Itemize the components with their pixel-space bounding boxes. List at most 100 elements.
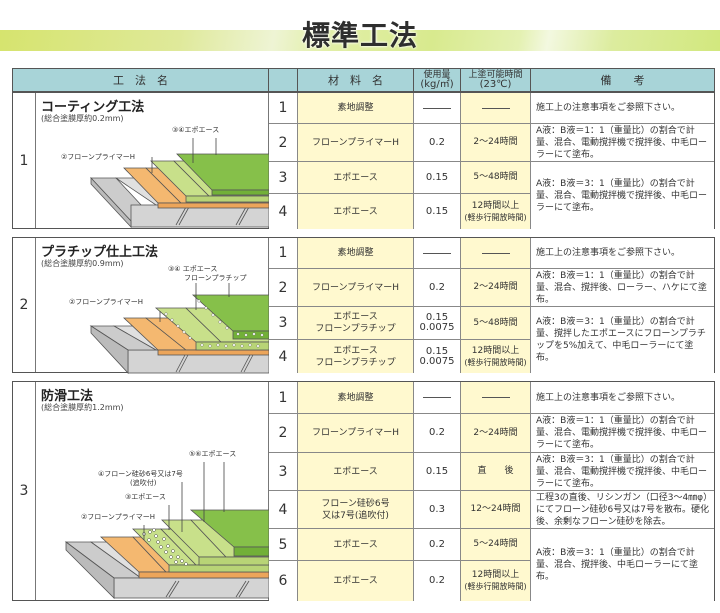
material-name: エポエース フローンプラチップ — [298, 307, 414, 339]
step-number: 1 — [269, 382, 298, 413]
material-name: フローンプライマーH — [298, 414, 414, 452]
section-number: 3 — [13, 382, 36, 600]
method-section-2: 2 プラチップ仕上工法 (総合塗膜厚約0.9mm) — [12, 237, 715, 374]
header-time-line1: 上塗可能時間 — [468, 70, 523, 80]
recoat-time: 12時間以上 (軽歩行開放時間) — [461, 340, 531, 373]
table-row: 4 フローン硅砂6号 又は7号(追吹付) 0.3 12〜24時間 — [269, 491, 531, 529]
usage-amount: 0.3 — [414, 491, 461, 528]
table-row: 3 エポエース 0.15 直 後 — [269, 453, 531, 491]
header-notes: 備 考 — [600, 73, 645, 87]
material-name: エポエース — [298, 194, 414, 229]
note-cell: A液：B液＝1：1（重量比）の割合で計量、混合、撹拌後、ローラー、ハケにて塗布。 — [531, 269, 714, 307]
recoat-time-value: 12時間以上 — [471, 345, 520, 356]
diagram-label-primer: ②フローンプライマーH — [81, 513, 155, 521]
method-name: 防滑工法 — [41, 389, 94, 404]
header-amount: 使用量 (kg/㎡) — [414, 69, 461, 91]
table-row: 2 フローンプライマーH 0.2 2〜24時間 — [269, 414, 531, 453]
material-name: エポエース — [298, 529, 414, 560]
diagram-label-topcoat: ③④ エポエース — [168, 265, 218, 273]
note-cell: 施工上の注意事項をご参照下さい。 — [531, 93, 714, 124]
step-number: 3 — [269, 162, 298, 193]
header-amount-line2: (kg/㎡) — [420, 79, 454, 90]
recoat-time-value: 2〜24時間 — [473, 427, 518, 438]
header-time: 上塗可能時間 (23℃) — [461, 69, 531, 91]
diagram-label-sand: ④フローン硅砂6号又は7号 — [98, 470, 183, 478]
recoat-time: 12〜24時間 — [461, 491, 531, 528]
material-name: エポエース — [298, 561, 414, 601]
method-thickness: (総合塗膜厚約0.2mm) — [41, 114, 124, 123]
diagram-label-primer: ②フローンプライマーH — [69, 298, 143, 306]
table-header: 工 法 名 材 料 名 使用量 (kg/㎡) 上塗可能時間 (23℃) 備 考 — [12, 68, 715, 92]
usage-amount: 0.2 — [414, 269, 461, 306]
material-name: 素地調整 — [298, 382, 414, 413]
step-number: 2 — [269, 124, 298, 161]
note-cell: 工程3の直後、リシンガン（口径3〜4㎜φ）にてフローン硅砂6号又は7号を散布。硬… — [531, 491, 714, 529]
note-cell: 施工上の注意事項をご参照下さい。 — [531, 382, 714, 414]
table-row: 4 エポエース フローンプラチップ 0.15 0.0075 12時間以上 (軽歩… — [269, 340, 531, 373]
recoat-time: 12時間以上 (軽歩行開放時間) — [461, 561, 531, 601]
recoat-time — [461, 93, 531, 123]
layer-diagram — [64, 462, 269, 599]
table-row: 2 フローンプライマーH 0.2 2〜24時間 — [269, 269, 531, 307]
material-name: 素地調整 — [298, 93, 414, 123]
usage-amount — [414, 382, 461, 413]
title-banner — [0, 30, 720, 51]
table-row: 2 フローンプライマーH 0.2 2〜24時間 — [269, 124, 531, 162]
diagram-label-primer: ②フローンプライマーH — [61, 153, 135, 161]
diagram-label-undercoat: ③エポエース — [125, 493, 166, 501]
page-title: 標準工法 — [301, 19, 418, 52]
recoat-time: 2〜24時間 — [461, 124, 531, 161]
diagram-label-chip: フローンプラチップ — [184, 274, 247, 282]
usage-amount: 0.15 0.0075 — [414, 340, 461, 373]
recoat-time-value: 2〜24時間 — [473, 282, 518, 292]
method-cell: 防滑工法 (総合塗膜厚約1.2mm) — [36, 382, 269, 600]
material-name: エポエース — [298, 162, 414, 193]
recoat-time-note: (軽歩行開放時間) — [464, 357, 527, 367]
table-row: 3 エポエース フローンプラチップ 0.15 0.0075 5〜48時間 — [269, 307, 531, 340]
recoat-time-value: 12時間以上 — [471, 200, 520, 211]
step-number: 2 — [269, 414, 298, 452]
layer-diagram — [90, 138, 269, 229]
header-amount-line1: 使用量 — [423, 70, 451, 80]
recoat-time-note: (軽歩行開放時間) — [464, 582, 527, 591]
usage-amount — [414, 238, 461, 268]
recoat-time: 12時間以上 (軽歩行開放時間) — [461, 194, 531, 229]
note-cell: A液：B液＝1：1（重量比）の割合で計量、混合、電動撹拌機で撹拌後、中毛ローラー… — [531, 414, 714, 453]
recoat-time: 5〜48時間 — [461, 307, 531, 339]
step-number: 4 — [269, 340, 298, 373]
header-step — [269, 69, 298, 91]
table-row: 4 エポエース 0.15 12時間以上 (軽歩行開放時間) — [269, 194, 531, 229]
step-number: 1 — [269, 93, 298, 123]
usage-amount: 0.2 — [414, 414, 461, 452]
recoat-time: 5〜24時間 — [461, 529, 531, 560]
recoat-time — [461, 238, 531, 268]
step-number: 6 — [269, 561, 298, 601]
usage-amount: 0.15 0.0075 — [414, 307, 461, 339]
step-number: 3 — [269, 307, 298, 339]
usage-amount: 0.2 — [414, 529, 461, 560]
method-section-1: 1 コーティング工法 (総合塗膜厚約0.2mm) — [12, 92, 715, 229]
method-name: プラチップ仕上工法 — [41, 245, 159, 260]
table-row: 5 エポエース 0.2 5〜24時間 — [269, 529, 531, 561]
recoat-time: 5〜48時間 — [461, 162, 531, 193]
material-name: フローンプライマーH — [298, 269, 414, 306]
usage-amount: 0.2 — [414, 124, 461, 161]
note-cell: 施工上の注意事項をご参照下さい。 — [531, 238, 714, 269]
recoat-time-value: 5〜24時間 — [473, 539, 518, 549]
note-cell: A液：B液＝3：1（重量比）の割合で計量、混合、撹拌後、中毛ローラーにて塗布。 — [531, 529, 714, 601]
diagram-label-topcoat: ③④エポエース — [172, 126, 220, 134]
recoat-time-value: 2〜24時間 — [473, 137, 518, 147]
recoat-time-note: (軽歩行開放時間) — [464, 212, 527, 222]
table-row: 1 素地調整 — [269, 93, 531, 124]
recoat-time-value: 直 後 — [477, 466, 514, 476]
table-row: 3 エポエース 0.15 5〜48時間 — [269, 162, 531, 194]
section-number: 2 — [13, 238, 36, 372]
material-name: 素地調整 — [298, 238, 414, 268]
note-cell: A液：B液＝1：1（重量比）の割合で計量、混合、電動撹拌機で撹拌後、中毛ローラー… — [531, 124, 714, 162]
method-name: コーティング工法 — [41, 100, 145, 115]
step-number: 4 — [269, 491, 298, 528]
diagram-label-sand-note: (追吹付) — [130, 479, 157, 487]
table-row: 1 素地調整 — [269, 382, 531, 414]
usage-amount: 0.15 — [414, 194, 461, 229]
header-material: 材 料 名 — [298, 69, 414, 91]
